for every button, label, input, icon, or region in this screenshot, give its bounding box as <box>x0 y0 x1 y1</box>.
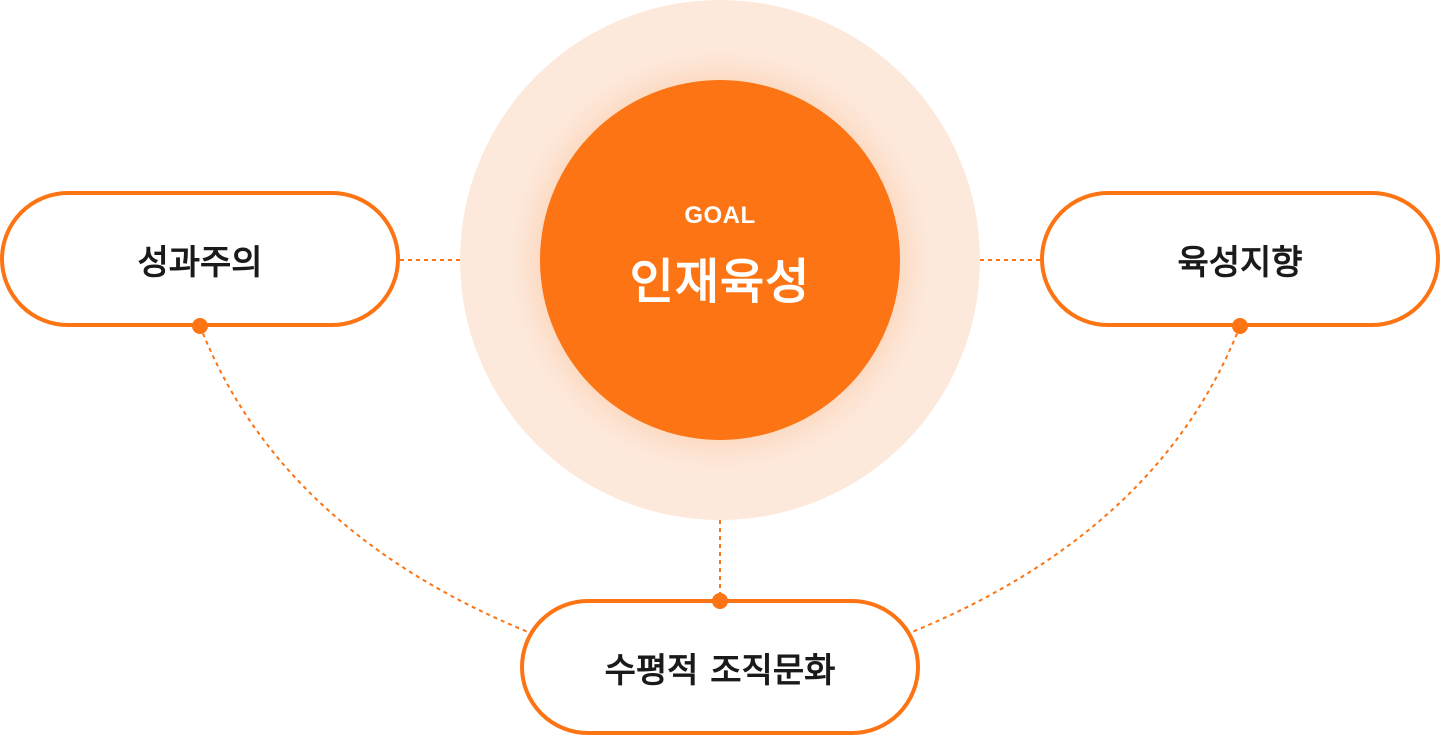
goal-circle: GOAL 인재육성 <box>540 80 900 440</box>
node-growth: 육성지향 <box>1040 191 1440 327</box>
node-culture: 수평적 조직문화 <box>520 599 920 735</box>
goal-label: GOAL <box>684 202 756 229</box>
node-growth-label: 육성지향 <box>1177 242 1303 283</box>
node-culture-label: 수평적 조직문화 <box>604 650 836 691</box>
connector-left-to-bottom <box>199 325 529 633</box>
node-performance: 성과주의 <box>0 191 400 327</box>
node-performance-label: 성과주의 <box>137 242 263 283</box>
connector-right-to-bottom <box>911 325 1241 633</box>
goal-title: 인재육성 <box>629 254 811 310</box>
